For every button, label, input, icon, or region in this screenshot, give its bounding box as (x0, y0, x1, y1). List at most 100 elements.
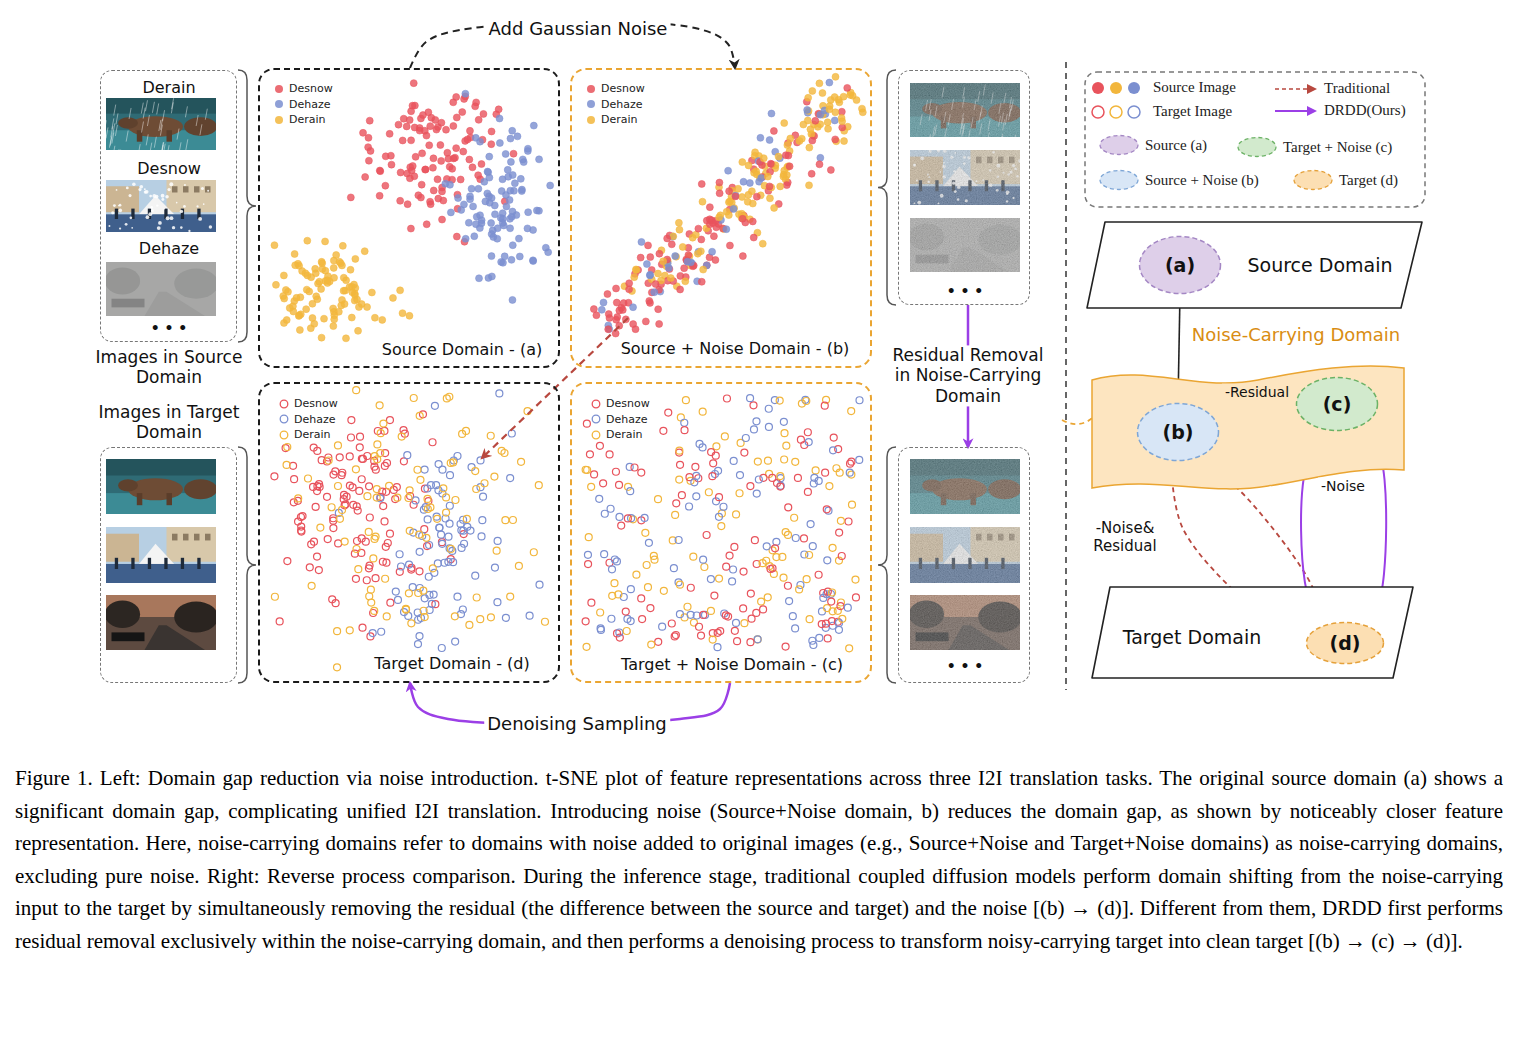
scatter-dot (365, 134, 372, 141)
scatter-dot (421, 466, 428, 473)
scatter-dot (835, 626, 842, 633)
legend-text: Desnow (601, 82, 645, 95)
scatter-dot (400, 115, 407, 122)
scatter-dot (647, 271, 654, 278)
scatter-dot (372, 575, 379, 582)
scatter-dot (429, 439, 436, 446)
scatter-dot (832, 73, 839, 80)
scatter-dot (804, 429, 811, 436)
snow-flake (184, 184, 186, 186)
scatter-dot (659, 623, 666, 630)
scatter-dot (399, 310, 406, 317)
scatter-dot (460, 148, 467, 155)
photo (106, 180, 216, 232)
photo-part (910, 527, 1020, 583)
legend-swatch (274, 115, 284, 125)
scatter-dot (675, 219, 682, 226)
scatter-dot (290, 308, 297, 315)
snow-flake (183, 205, 186, 208)
scatter-dot (451, 154, 458, 161)
scatter-dot (733, 619, 740, 626)
rain-streak (117, 149, 119, 150)
scatter-dot (454, 593, 461, 600)
scatter-dot (780, 173, 787, 180)
photo-part (137, 493, 143, 505)
scatter-dot (777, 183, 784, 190)
scatter-dot (732, 192, 739, 199)
scatter-dot (676, 447, 683, 454)
legend-swatch (279, 414, 289, 424)
scatter-dot (800, 121, 807, 128)
scatter-dot (675, 537, 682, 544)
scatter-dot (352, 255, 359, 262)
scatter-dot (726, 188, 733, 195)
scatter-dot (351, 297, 358, 304)
scatter-dot (699, 408, 706, 415)
scatter-dot (670, 565, 677, 572)
photo (106, 595, 216, 650)
scatter-dot (424, 495, 431, 502)
legend-item: Dehaze (591, 413, 648, 426)
scatter-dot (533, 207, 540, 214)
scatter-dot (509, 242, 516, 249)
photo-part (172, 186, 178, 192)
photo (910, 459, 1020, 514)
scatter-dot (371, 607, 378, 614)
scatter-dot (303, 306, 310, 313)
snow-flake (176, 202, 178, 204)
scatter-dot (424, 485, 431, 492)
snow-flake (116, 189, 118, 191)
scatter-dot (786, 163, 793, 170)
scatter-dot (466, 156, 473, 163)
photo-part (131, 558, 134, 569)
photo (106, 459, 216, 514)
scatter-dot (415, 192, 422, 199)
photo-part (167, 180, 217, 212)
rain-streak (172, 98, 174, 109)
scatter-dot (708, 217, 715, 224)
scatter-dot (366, 562, 373, 569)
scatter-dot (643, 562, 650, 569)
scatter-dot (792, 534, 799, 541)
rain-streak (196, 115, 198, 126)
scatter-dot (480, 110, 487, 117)
scatter-dot (405, 495, 412, 502)
scatter-dot (425, 573, 432, 580)
scatter-dot (530, 226, 537, 233)
scatter-dot (388, 161, 395, 168)
scatter-dot (438, 644, 445, 651)
scatter-dot (768, 110, 775, 117)
scatter-dot (284, 558, 291, 565)
scatter-dot (443, 126, 450, 133)
scatter-dot (341, 491, 348, 498)
scatter-dot (376, 402, 383, 409)
scatter-dot (713, 443, 720, 450)
scatter-dot (359, 624, 366, 631)
snow-flake (132, 182, 135, 185)
scatter-dot (324, 536, 331, 543)
scatter-dot (414, 466, 421, 473)
legend-item: Derain (279, 428, 331, 441)
scatter-dot (295, 495, 302, 502)
snow-flake (163, 208, 165, 210)
scatter-dot (748, 615, 755, 622)
photo-part (181, 558, 184, 569)
photo-part (910, 595, 1020, 650)
scatter-dot (695, 225, 702, 232)
scatter-dot (436, 524, 443, 531)
scatter-dot (519, 156, 526, 163)
scatter-dot (530, 549, 537, 556)
legend-item: Derain (274, 113, 326, 126)
scatter-dot (780, 418, 787, 425)
rain-streak (113, 123, 115, 134)
scatter-dot (444, 149, 451, 156)
snow-flake (166, 216, 170, 220)
scatter-dot (684, 603, 691, 610)
scatter-dot (731, 543, 738, 550)
scatter-dot (679, 243, 686, 250)
scatter-dot (290, 499, 297, 506)
snow-flake (151, 209, 154, 212)
scatter-dot (314, 553, 321, 560)
scatter-dot (677, 461, 684, 468)
scatter-dot (353, 546, 360, 553)
